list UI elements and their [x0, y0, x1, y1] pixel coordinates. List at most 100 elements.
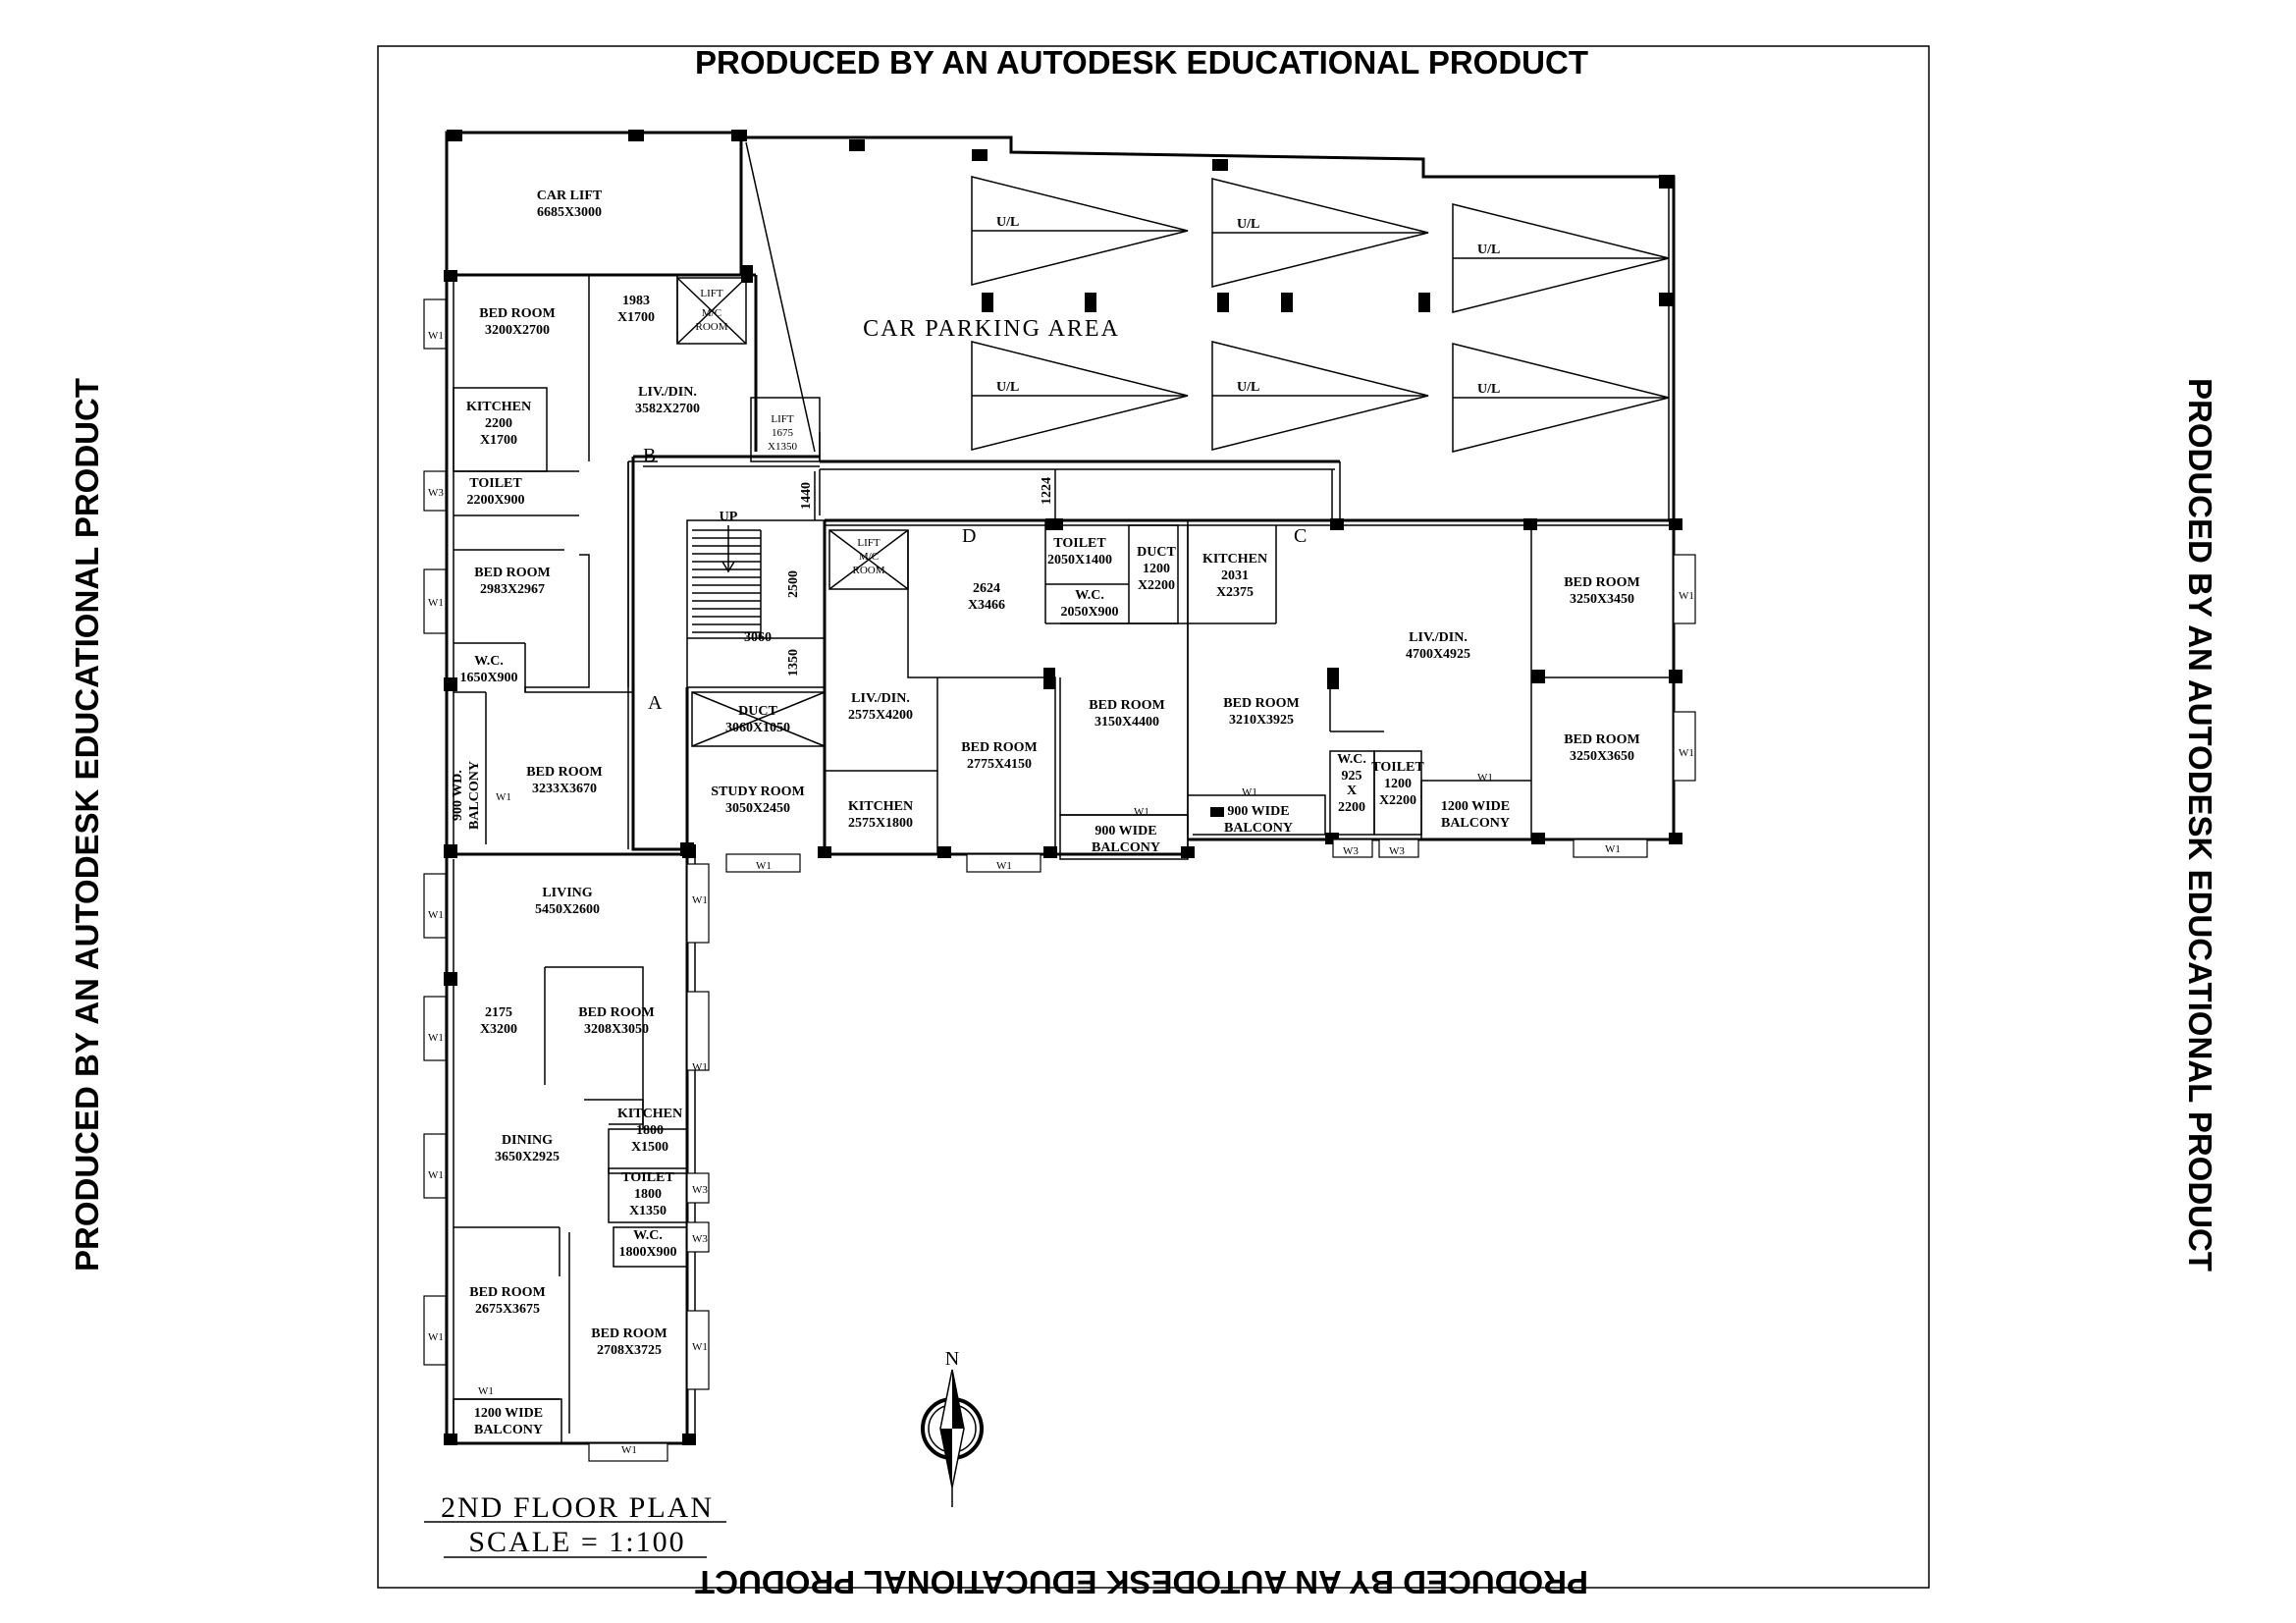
- svg-text:2200X900: 2200X900: [466, 493, 524, 508]
- room-liv-c: LIV./DIN. 4700X4925: [1406, 630, 1470, 662]
- svg-text:LIFT: LIFT: [771, 413, 794, 425]
- svg-text:M/C: M/C: [859, 551, 879, 563]
- svg-text:2775X4150: 2775X4150: [967, 757, 1032, 772]
- svg-text:BED ROOM: BED ROOM: [1089, 698, 1164, 713]
- svg-text:TOILET: TOILET: [621, 1170, 674, 1185]
- dim-2500: 2500: [786, 570, 801, 598]
- svg-text:W1: W1: [478, 1385, 494, 1397]
- svg-text:STUDY ROOM: STUDY ROOM: [711, 784, 805, 799]
- svg-text:W.C.: W.C.: [1337, 752, 1366, 767]
- sheet-border: [377, 45, 1930, 1589]
- bay-label-4: U/L: [996, 380, 1019, 395]
- svg-text:X1500: X1500: [631, 1140, 668, 1155]
- bay-label-1: U/L: [996, 215, 1019, 230]
- svg-text:W.C.: W.C.: [474, 654, 504, 669]
- svg-text:1800X900: 1800X900: [618, 1245, 676, 1260]
- point-a: A: [648, 692, 663, 714]
- svg-text:LIVING: LIVING: [542, 886, 592, 900]
- section-points: A B C D: [643, 445, 1307, 714]
- room-wc-b: W.C.1800X900: [618, 1228, 676, 1260]
- svg-text:W1: W1: [1477, 772, 1493, 784]
- watermark-bottom: PRODUCED BY AN AUTODESK EDUCATIONAL PROD…: [695, 1564, 1588, 1600]
- svg-text:W3: W3: [692, 1184, 708, 1196]
- room-liv-d: LIV./DIN. 2575X4200: [848, 691, 913, 723]
- svg-text:BALCONY: BALCONY: [1441, 816, 1510, 831]
- plan-title: 2ND FLOOR PLAN SCALE = 1:100: [424, 1491, 726, 1558]
- svg-text:900 WD.: 900 WD.: [451, 770, 465, 821]
- svg-text:3250X3650: 3250X3650: [1570, 749, 1634, 764]
- svg-text:ROOM: ROOM: [852, 565, 884, 576]
- svg-text:W1: W1: [621, 1444, 637, 1456]
- svg-text:LIV./DIN.: LIV./DIN.: [638, 385, 697, 400]
- svg-text:3050X2450: 3050X2450: [725, 801, 790, 816]
- svg-text:BED ROOM: BED ROOM: [961, 740, 1037, 755]
- svg-text:W1: W1: [428, 909, 444, 921]
- svg-text:X2375: X2375: [1216, 585, 1254, 600]
- svg-text:X3466: X3466: [968, 598, 1005, 613]
- svg-text:BALCONY: BALCONY: [474, 1423, 543, 1437]
- svg-text:1200 WIDE: 1200 WIDE: [1441, 799, 1510, 814]
- north-arrow-icon: N: [921, 1348, 984, 1507]
- svg-text:W1: W1: [428, 330, 444, 342]
- svg-text:3250X3450: 3250X3450: [1570, 592, 1634, 607]
- svg-text:2175: 2175: [485, 1005, 512, 1020]
- svg-text:2575X1800: 2575X1800: [848, 816, 913, 831]
- svg-text:W3: W3: [1389, 845, 1405, 857]
- svg-text:1200 WIDE: 1200 WIDE: [474, 1406, 543, 1421]
- svg-text:BED ROOM: BED ROOM: [591, 1326, 667, 1341]
- svg-text:LIV./DIN.: LIV./DIN.: [851, 691, 910, 706]
- svg-text:W1: W1: [428, 1169, 444, 1181]
- window-labels: W1 W3 W1 W1 W1 W1 W1 W1 W1 W3 W3 W1 W1 W…: [428, 330, 1694, 1456]
- svg-text:W1: W1: [496, 791, 511, 803]
- svg-text:2575X4200: 2575X4200: [848, 708, 913, 723]
- svg-text:2031: 2031: [1221, 568, 1249, 583]
- svg-text:X1700: X1700: [617, 310, 655, 325]
- svg-text:1983: 1983: [622, 294, 650, 308]
- svg-text:LIFT: LIFT: [857, 537, 881, 549]
- svg-text:BALCONY: BALCONY: [467, 761, 482, 830]
- svg-text:925: 925: [1342, 769, 1362, 784]
- dim-1350: 1350: [786, 649, 801, 676]
- svg-text:KITCHEN: KITCHEN: [466, 400, 531, 414]
- svg-text:TOILET: TOILET: [469, 476, 522, 491]
- svg-text:X3200: X3200: [480, 1022, 517, 1037]
- svg-text:1650X900: 1650X900: [459, 671, 517, 685]
- svg-text:3200X2700: 3200X2700: [485, 323, 550, 338]
- svg-text:BALCONY: BALCONY: [1224, 821, 1293, 836]
- bay-label-3: U/L: [1477, 243, 1500, 257]
- svg-text:X1700: X1700: [480, 433, 517, 448]
- svg-text:LIV./DIN.: LIV./DIN.: [1409, 630, 1468, 645]
- svg-text:TOILET: TOILET: [1371, 760, 1424, 775]
- svg-text:2624: 2624: [973, 581, 1000, 596]
- room-lift-mc-2: LIFT M/C ROOM: [852, 537, 884, 576]
- plan-title-scale: SCALE = 1:100: [468, 1526, 685, 1558]
- svg-text:W1: W1: [1134, 806, 1149, 818]
- svg-text:BED ROOM: BED ROOM: [1564, 732, 1639, 747]
- north-label: N: [945, 1348, 959, 1370]
- room-balcony-b: 1200 WIDE BALCONY: [474, 1406, 543, 1437]
- point-c: C: [1294, 525, 1307, 547]
- svg-text:W1: W1: [692, 1061, 708, 1073]
- svg-text:M/C: M/C: [702, 307, 721, 319]
- svg-text:4700X4925: 4700X4925: [1406, 647, 1470, 662]
- svg-text:DUCT: DUCT: [1137, 545, 1176, 560]
- svg-text:W1: W1: [996, 860, 1012, 872]
- point-b: B: [643, 445, 656, 466]
- svg-text:BED ROOM: BED ROOM: [578, 1005, 654, 1020]
- svg-text:W1: W1: [1605, 843, 1621, 855]
